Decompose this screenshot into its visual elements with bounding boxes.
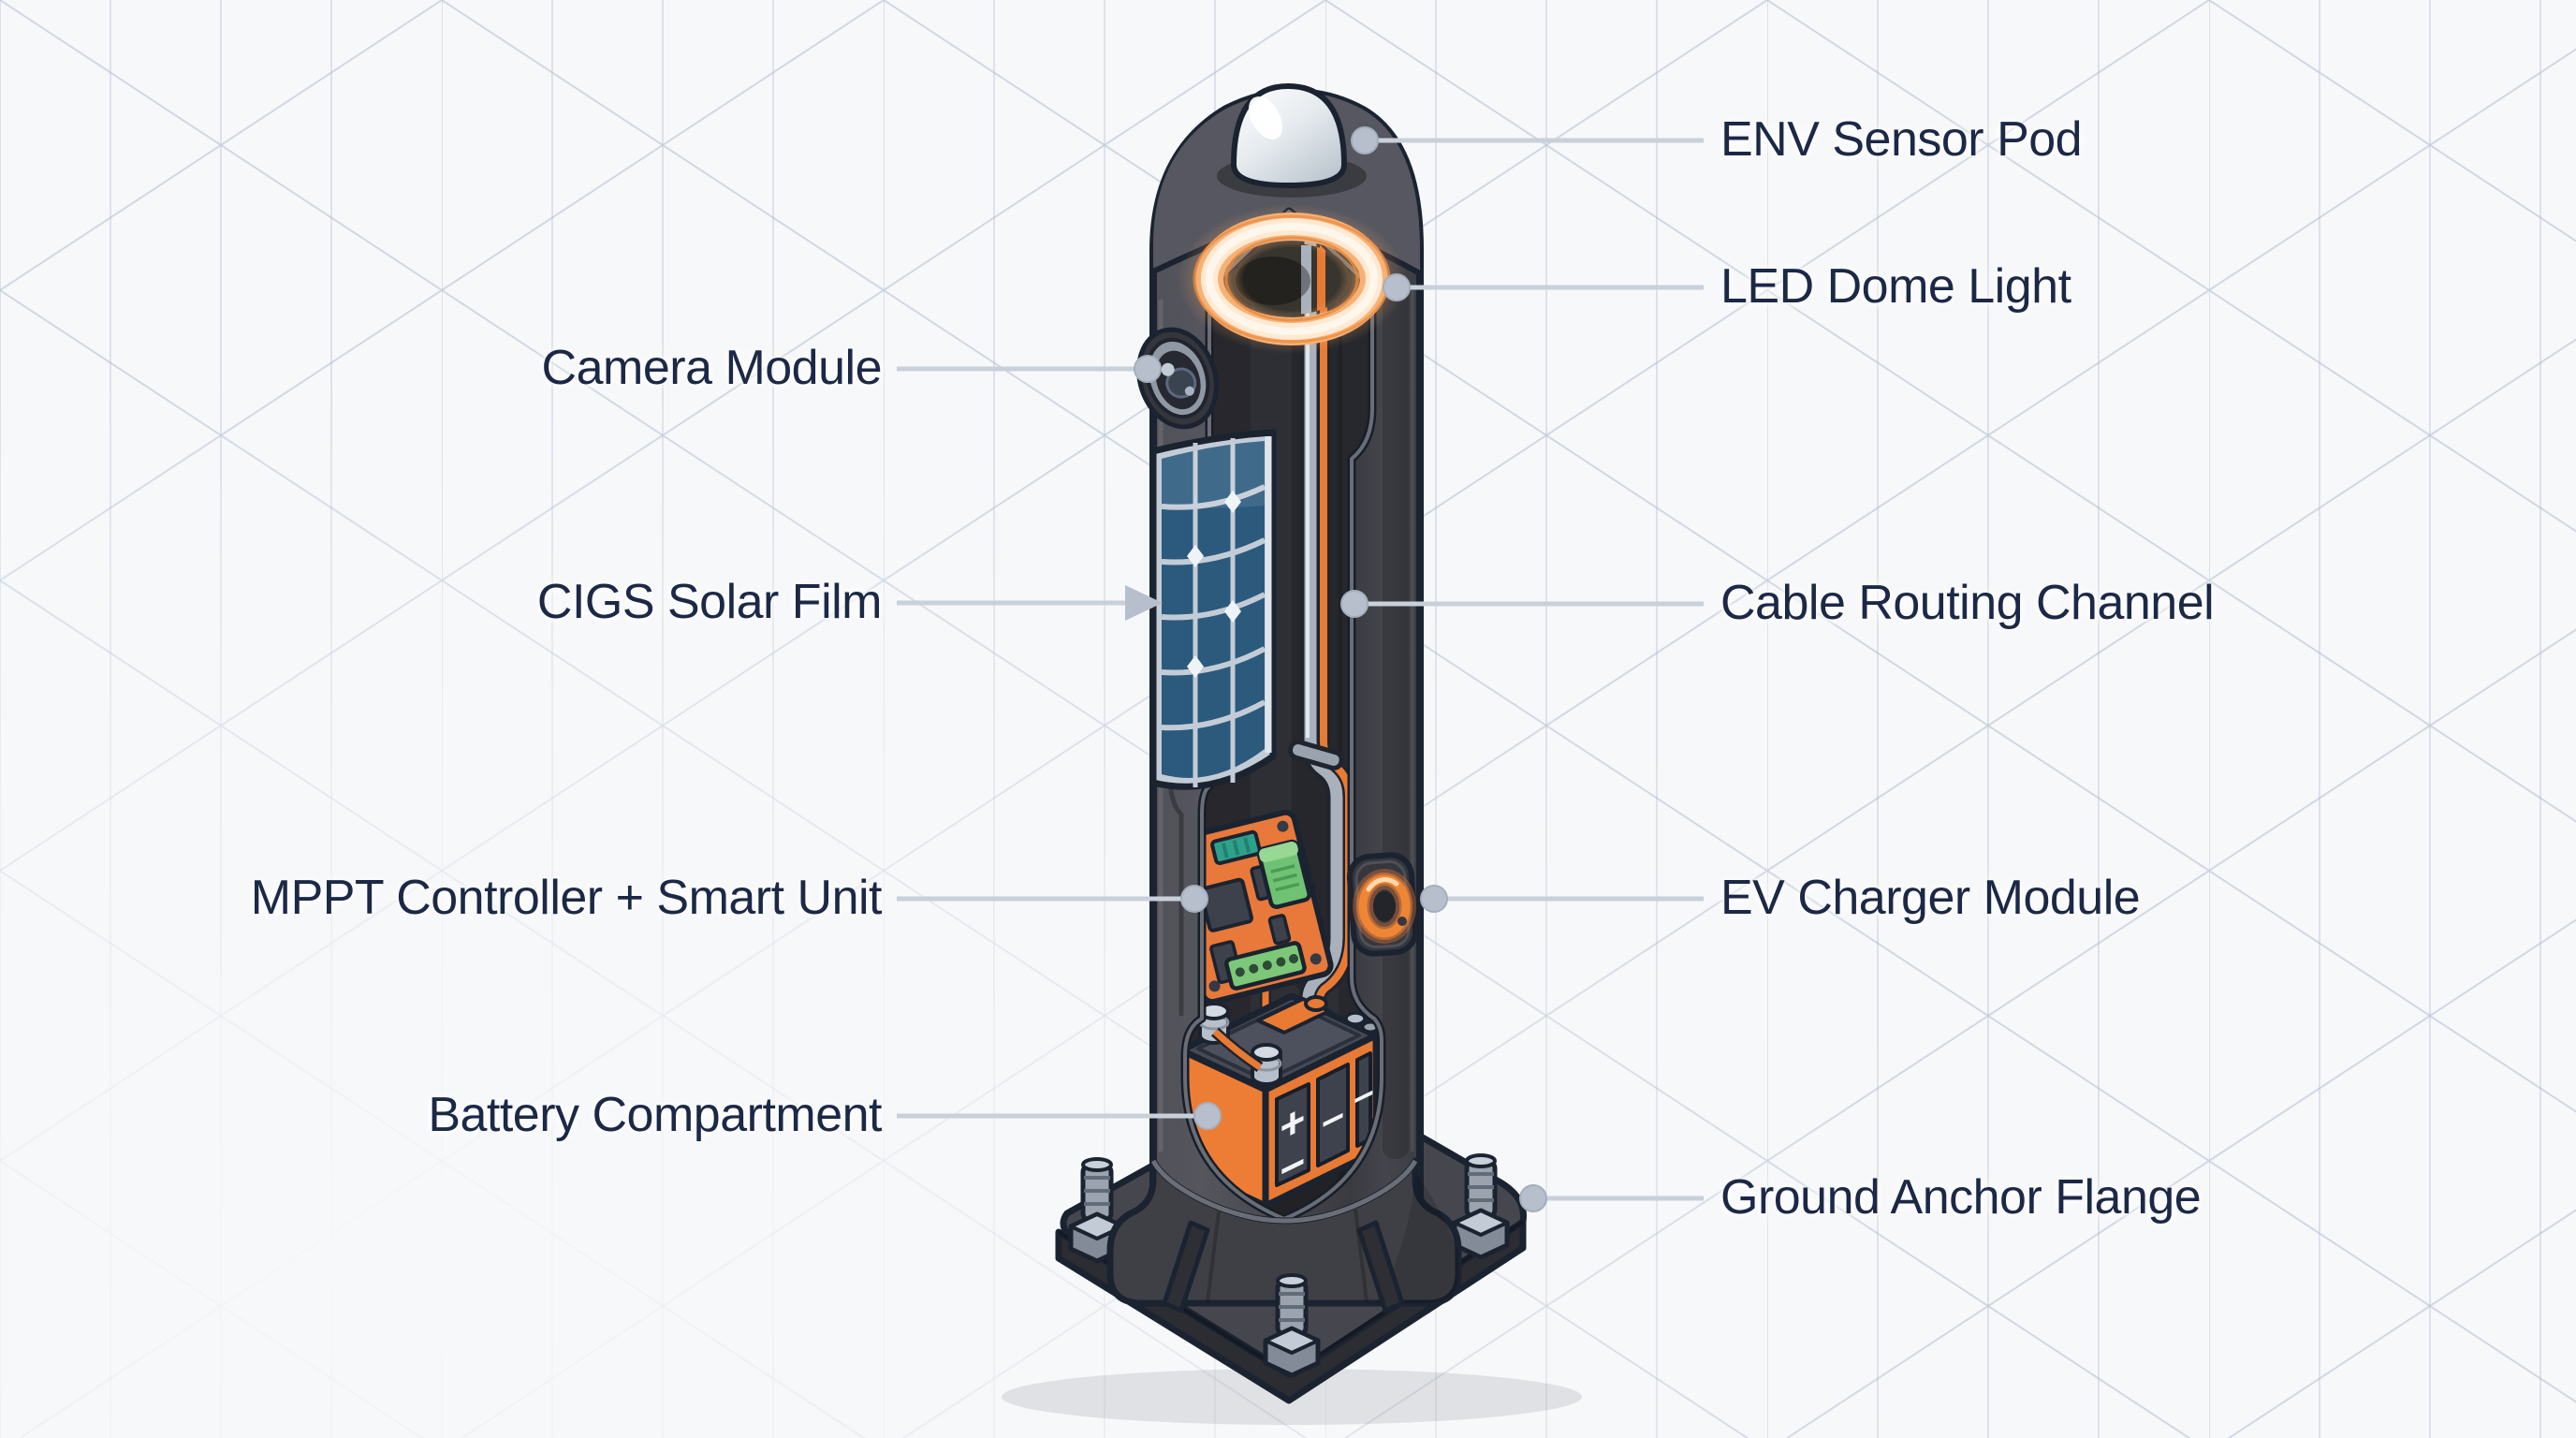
- battery: + − − −: [1185, 992, 1380, 1210]
- env-sensor-pod: [1217, 82, 1367, 198]
- callout-dot-icon: [1340, 590, 1368, 618]
- base-gussets: [1162, 1220, 1405, 1313]
- callout-arrow-icon: [1125, 585, 1163, 621]
- callout-dot-icon: [1420, 885, 1448, 913]
- camera-module: [1136, 327, 1219, 430]
- callout-dot-icon: [1383, 273, 1411, 301]
- leader-cable-routing-channel: [1340, 590, 1704, 618]
- leader-battery-compartment: [897, 1102, 1222, 1130]
- leader-mppt-controller: [897, 885, 1208, 913]
- label-cable-routing-channel: Cable Routing Channel: [1720, 575, 2215, 630]
- cable-ferrule: [1304, 995, 1328, 1012]
- label-led-dome-light: LED Dome Light: [1720, 258, 2071, 314]
- label-ev-charger-module: EV Charger Module: [1720, 870, 2141, 925]
- label-env-sensor-pod: ENV Sensor Pod: [1720, 111, 2083, 167]
- callout-dot-icon: [1193, 1102, 1222, 1130]
- led-dome-light: [1178, 204, 1406, 354]
- battery-cell-markings: + − − −: [1281, 1072, 1375, 1197]
- pcb-green-box: [1256, 839, 1311, 909]
- leader-camera-module: [897, 355, 1162, 383]
- cable-clamp: [1287, 739, 1344, 770]
- callout-dot-icon: [1519, 1184, 1547, 1212]
- callout-dot-icon: [1351, 126, 1379, 154]
- battery-minus-marking: −: [1354, 1072, 1374, 1122]
- label-ground-anchor-flange: Ground Anchor Flange: [1720, 1169, 2202, 1225]
- leader-ev-charger-module: [1420, 885, 1704, 913]
- anchor-stud-front: [1263, 1273, 1321, 1378]
- label-camera-module: Camera Module: [541, 340, 883, 395]
- label-cigs-solar-film: CIGS Solar Film: [536, 574, 883, 629]
- callout-dot-icon: [1134, 355, 1162, 383]
- ev-charger-module: [1346, 852, 1419, 957]
- label-battery-compartment: Battery Compartment: [428, 1087, 882, 1142]
- cigs-solar-film: [1149, 429, 1277, 790]
- leader-cigs-solar-film: [897, 585, 1163, 621]
- leader-ground-anchor-flange: [1519, 1184, 1704, 1212]
- pcb-terminal-block: [1224, 941, 1307, 990]
- anchor-stud-right: [1452, 1153, 1510, 1260]
- label-mppt-controller: MPPT Controller + Smart Unit: [250, 870, 883, 925]
- leader-led-dome-light: [1383, 273, 1704, 301]
- callout-leaders: [897, 126, 1704, 1212]
- leader-env-sensor-pod: [1351, 126, 1704, 154]
- callout-dot-icon: [1180, 885, 1208, 913]
